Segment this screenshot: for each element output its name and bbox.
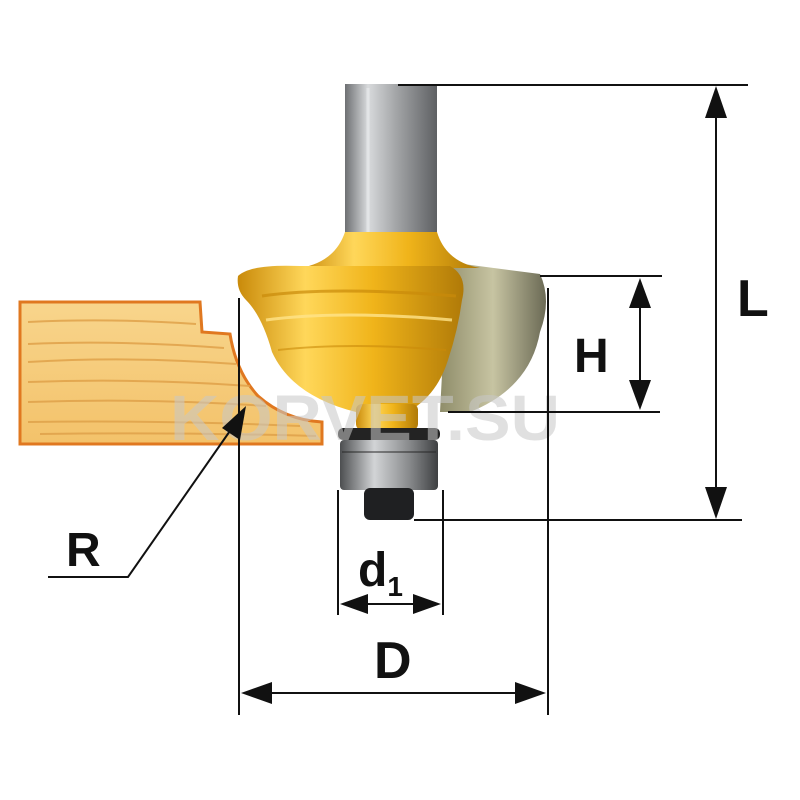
r-leader-line (48, 427, 233, 578)
label-cutter-diameter: D (374, 632, 412, 690)
arrowhead-icon (629, 278, 651, 308)
arrowhead-icon (241, 682, 272, 704)
cutter-neck (300, 232, 480, 268)
router-bit (237, 84, 546, 520)
label-bearing-diameter-main: d (358, 544, 387, 597)
arrowhead-icon (340, 594, 368, 614)
label-bearing-diameter: d1 (358, 544, 403, 602)
arrowheads (222, 86, 727, 704)
washer (338, 428, 440, 440)
arrowhead-icon (413, 594, 441, 614)
label-length: L (737, 270, 769, 328)
label-bearing-diameter-sub: 1 (387, 571, 403, 602)
label-radius: R (66, 524, 101, 577)
arrowhead-icon (705, 86, 727, 118)
arrowhead-icon (515, 682, 546, 704)
wood-grain (27, 319, 317, 437)
carbide-blade (440, 262, 546, 412)
arrowhead-icon (629, 380, 651, 410)
wood-workpiece (18, 300, 324, 446)
watermark: KORVET.SU (170, 382, 560, 454)
bearing-screw (364, 488, 414, 520)
dimension-lines (48, 84, 748, 715)
arrowhead-icon (705, 487, 727, 519)
arrowhead-icon (222, 406, 246, 440)
label-height: H (574, 330, 609, 383)
cutter-body (237, 265, 464, 412)
shank (345, 84, 437, 250)
lower-collar (356, 404, 418, 430)
